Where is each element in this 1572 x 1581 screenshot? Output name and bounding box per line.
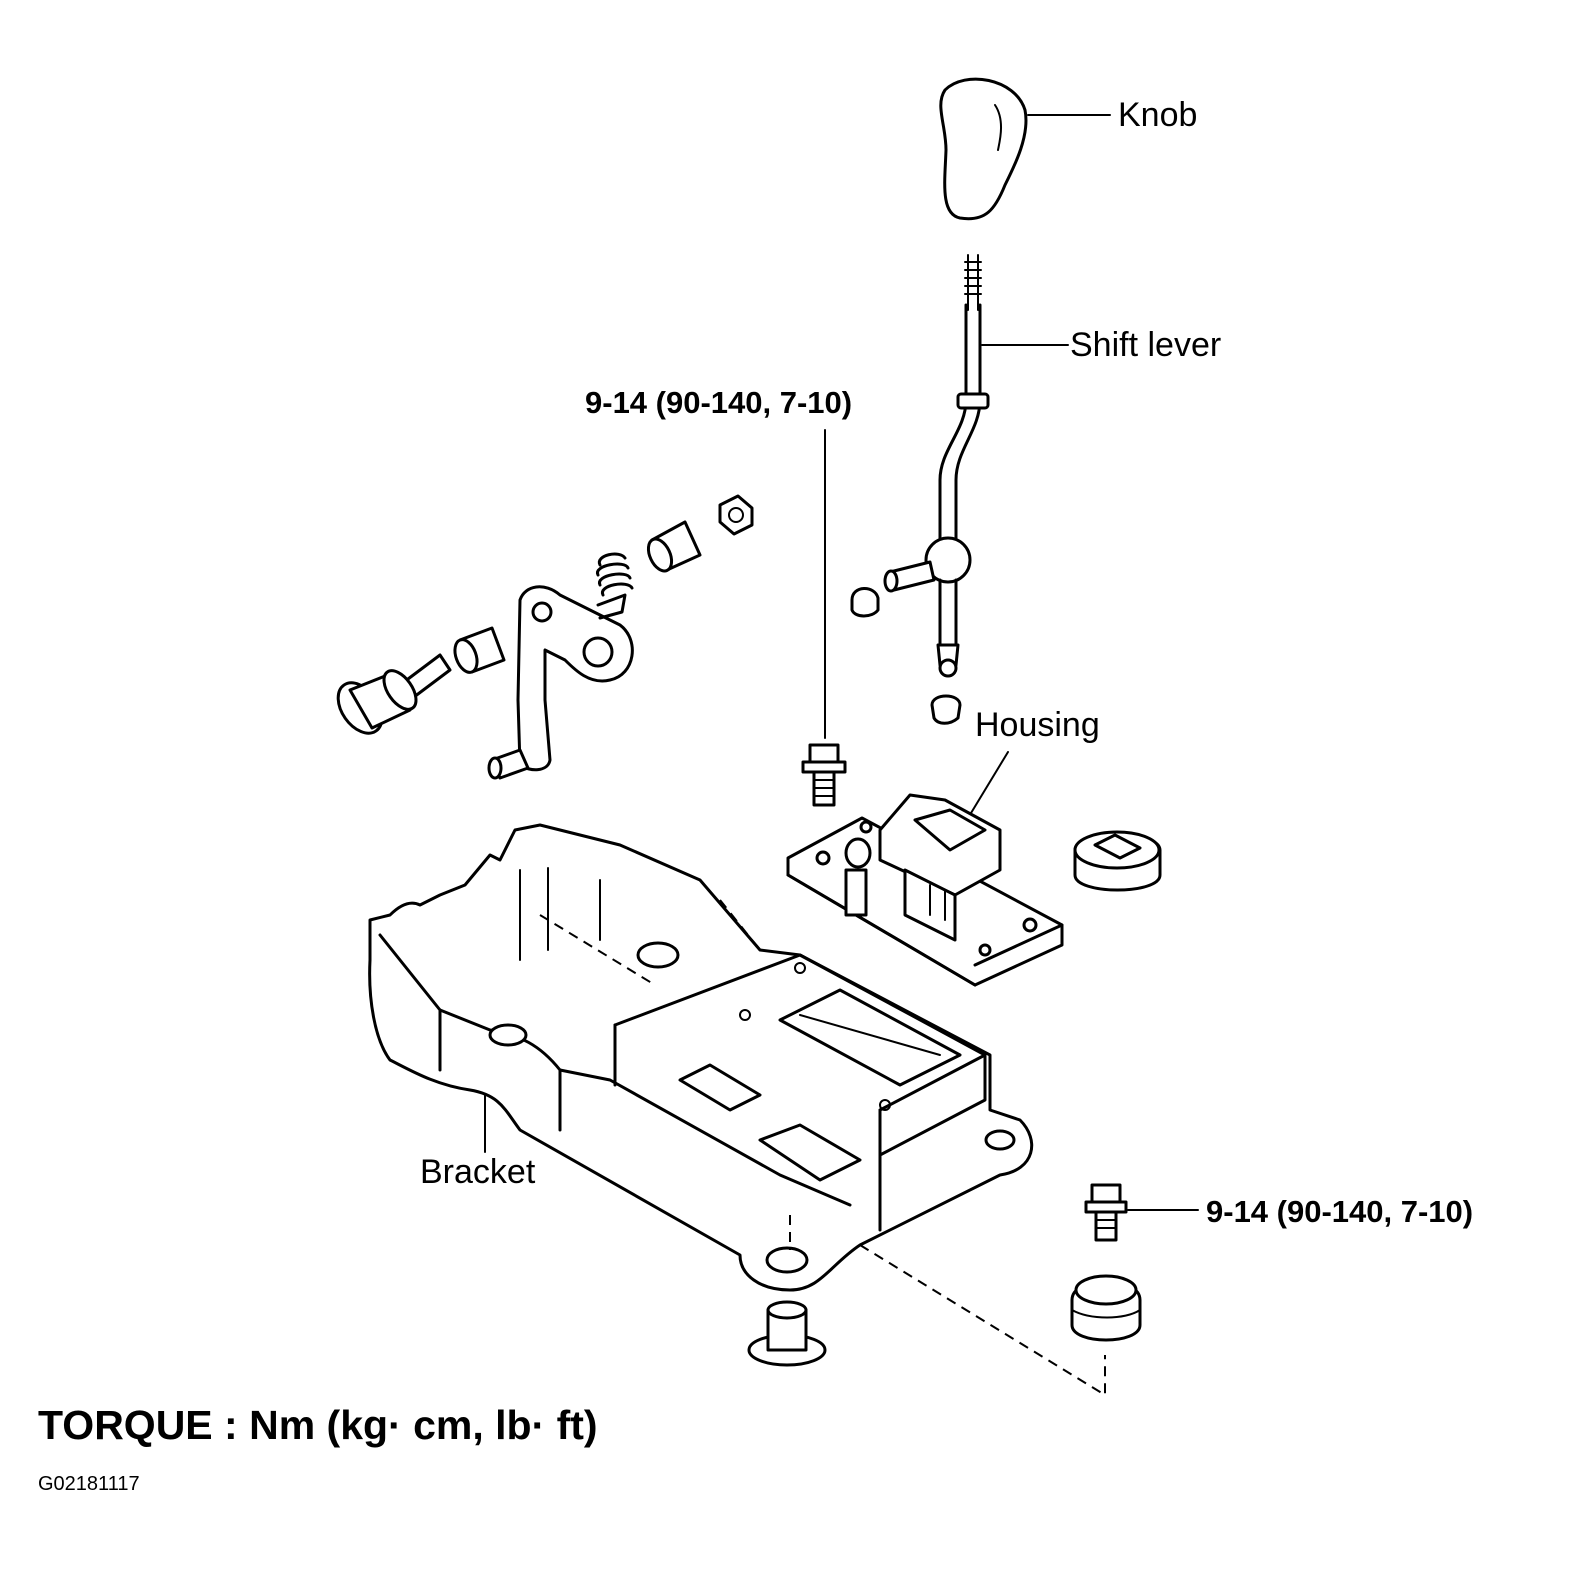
lower-bolt-part (1084, 1183, 1128, 1242)
bracket-part (368, 823, 1034, 1292)
bracket-label: Bracket (420, 1153, 536, 1191)
upper-bolt-part (801, 743, 847, 807)
collar-part (646, 520, 702, 573)
knob-part (939, 77, 1028, 221)
select-pin-part (336, 653, 452, 735)
bracket-collar-part (747, 1300, 827, 1367)
shift-plate-part (487, 585, 634, 780)
torque-units-heading: TORQUE : Nm (kg· cm, lb· ft) (38, 1402, 598, 1448)
figure-code: G02181117 (38, 1473, 140, 1495)
grommet-lower-part (1070, 1274, 1142, 1342)
lower-torque-label: 9-14 (90-140, 7-10) (1206, 1194, 1474, 1229)
knob-label: Knob (1118, 96, 1198, 134)
shift-lever-part (883, 254, 990, 678)
housing-leader-line (967, 751, 1009, 819)
lever-bushing-part (930, 694, 962, 725)
detent-spring-part (596, 552, 634, 620)
pin-cap-part (850, 587, 880, 618)
plate-bushing-part (453, 626, 506, 674)
alignment-dashed-line (789, 1215, 1106, 1397)
shift-lever-label: Shift lever (1070, 326, 1222, 364)
nut-part (718, 494, 754, 536)
grommet-upper-part (1073, 830, 1162, 892)
upper-torque-label: 9-14 (90-140, 7-10) (585, 385, 853, 420)
housing-label: Housing (975, 706, 1100, 744)
housing-part (786, 793, 1064, 987)
